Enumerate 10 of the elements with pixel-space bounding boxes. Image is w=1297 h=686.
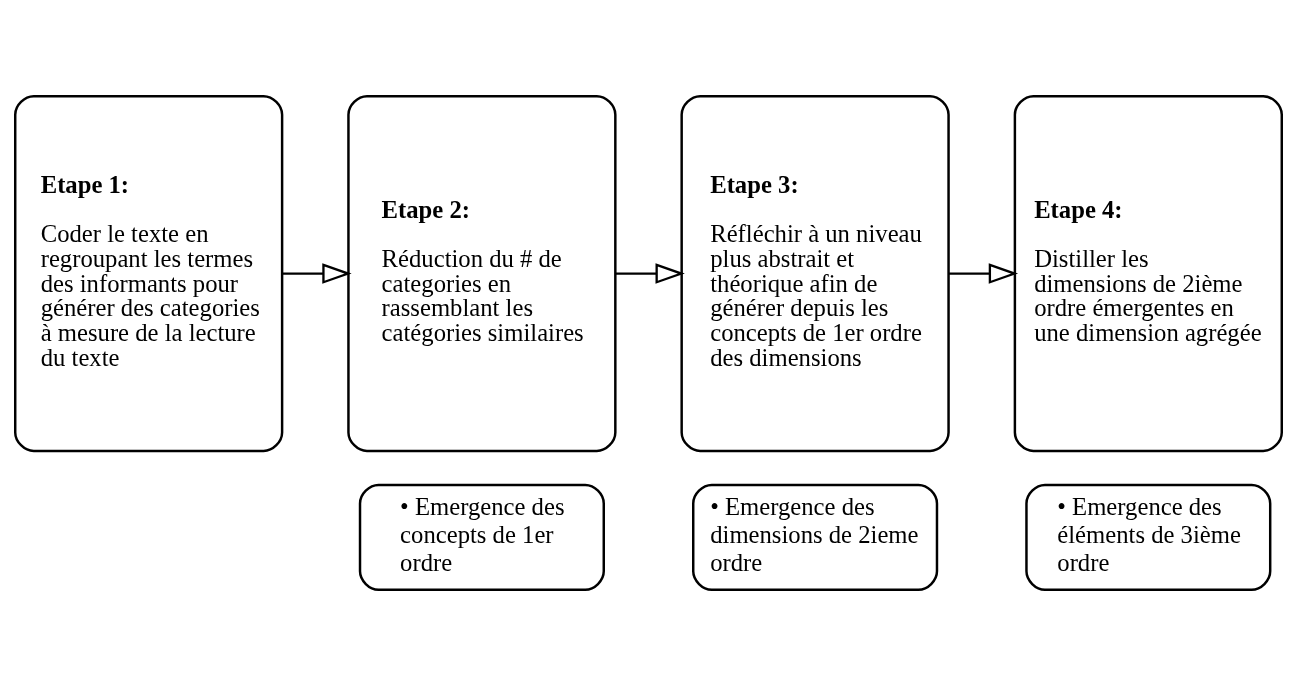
arrow [615, 263, 685, 284]
arrow [948, 263, 1019, 284]
node-box: Etape 3: Réfléchir à un niveau plus abstrait et théorique afin de générer depuis les concepts de 1er ordre des dimensions [680, 94, 950, 453]
node-box: • Emergence des dimensions de 2ieme ordre [692, 483, 939, 592]
arrow [282, 263, 352, 284]
node-box: • Emergence des éléments de 3ième ordre [1025, 483, 1272, 592]
node-box: Etape 2: Réduction du # de categories en rassemblant les catégories similaires [347, 94, 617, 453]
node-box: Etape 4: Distiller les dimensions de 2ième ordre émergentes en une dimension agrégée [1013, 94, 1283, 453]
node-box: Etape 1: Coder le texte en regroupant les termes des informants pour générer des categories à mesure de la lecture du texte [14, 94, 284, 453]
node-box: • Emergence des concepts de 1er ordre [358, 483, 605, 592]
